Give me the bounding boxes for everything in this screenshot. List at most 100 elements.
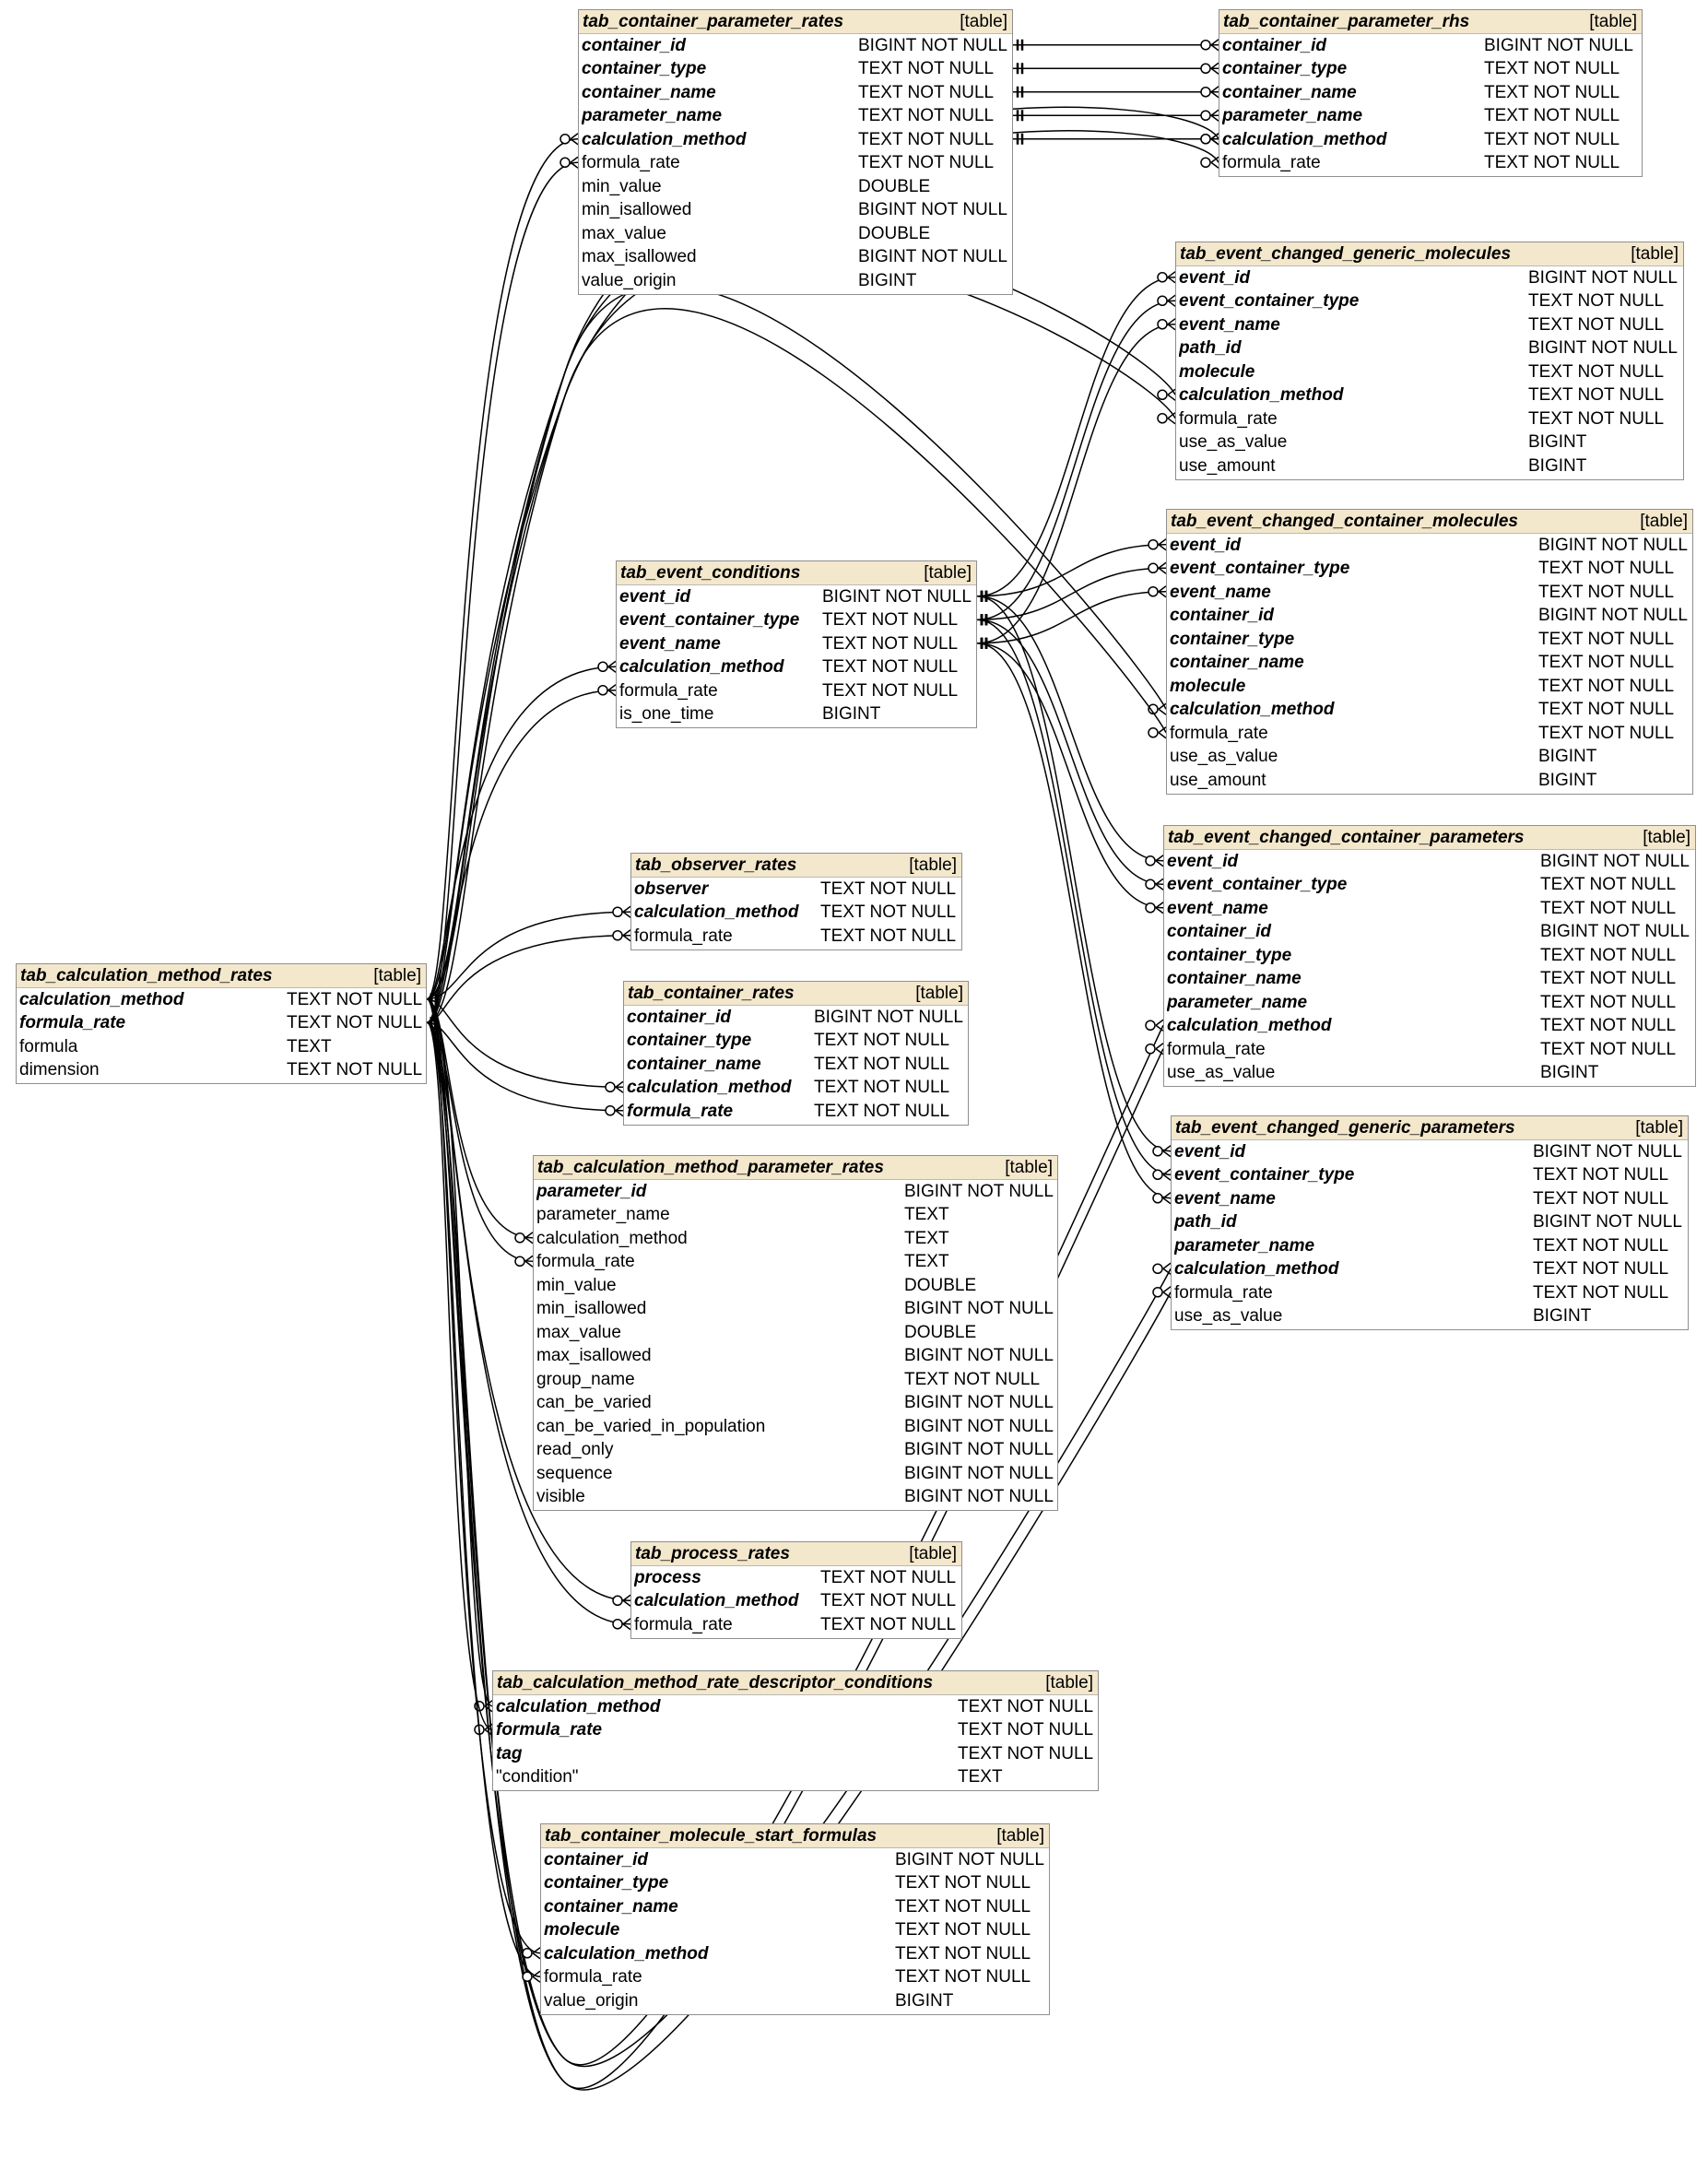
- table-tab-event-changed-container-parameters[interactable]: tab_event_changed_container_parameters[t…: [1163, 825, 1696, 1087]
- column-name: parameter_name: [582, 106, 723, 126]
- column-name: use_as_value: [1179, 432, 1288, 453]
- table-tag: [table]: [909, 1543, 957, 1563]
- many-marker: [1167, 271, 1176, 284]
- column-name: container_type: [1222, 59, 1348, 79]
- column-name: calculation_method: [1222, 129, 1387, 149]
- column-name: calculation_method: [1170, 700, 1335, 720]
- table-header: tab_container_parameter_rhs[table]: [1219, 10, 1642, 34]
- many-marker: [1162, 1262, 1172, 1275]
- many-marker: [570, 156, 579, 169]
- column-name: sequence: [536, 1463, 613, 1483]
- column-type: TEXT NOT NULL: [895, 1896, 1031, 1917]
- column-name: container_type: [627, 1031, 752, 1051]
- column-type: BIGINT NOT NULL: [1538, 606, 1688, 626]
- table-tab-container-parameter-rhs[interactable]: tab_container_parameter_rhs[table]contai…: [1219, 9, 1643, 177]
- many-marker: [1167, 412, 1176, 425]
- table-title: tab_event_changed_generic_parameters: [1175, 1117, 1515, 1138]
- table-tab-container-parameter-rates[interactable]: tab_container_parameter_rates[table]cont…: [578, 9, 1013, 295]
- table-title: tab_container_molecule_start_formulas: [545, 1825, 878, 1846]
- table-tab-event-changed-container-molecules[interactable]: tab_event_changed_container_molecules[ta…: [1166, 509, 1693, 795]
- relationship-path: [426, 998, 631, 1601]
- relationship-path: [976, 596, 1164, 862]
- column-type: TEXT NOT NULL: [1533, 1282, 1669, 1303]
- column-type: TEXT NOT NULL: [1528, 385, 1665, 406]
- table-tag: [table]: [1643, 827, 1690, 847]
- many-marker: [532, 1970, 541, 1983]
- table-tab-calculation-method-rates[interactable]: tab_calculation_method_rates[table]calcu…: [16, 963, 427, 1084]
- table-tab-container-molecule-start-formulas[interactable]: tab_container_molecule_start_formulas[ta…: [540, 1823, 1050, 2015]
- many-marker: [1210, 156, 1219, 169]
- column-type: TEXT NOT NULL: [1538, 559, 1675, 579]
- many-marker: [524, 1255, 534, 1268]
- table-tag: [table]: [1640, 511, 1688, 531]
- column-name: formula_rate: [1174, 1282, 1273, 1303]
- column-type: TEXT NOT NULL: [814, 1101, 950, 1121]
- optional-marker: [597, 661, 608, 672]
- many-marker: [570, 133, 579, 146]
- column-name: event_id: [1167, 851, 1239, 871]
- column-type: TEXT NOT NULL: [958, 1720, 1094, 1740]
- column-type: BIGINT: [1538, 770, 1597, 790]
- column-name: value_origin: [582, 270, 677, 290]
- table-tab-calculation-method-rate-descriptor-conditions[interactable]: tab_calculation_method_rate_descriptor_c…: [492, 1670, 1099, 1791]
- many-marker: [1155, 855, 1164, 867]
- column-type: TEXT: [958, 1767, 1003, 1787]
- column-name: container_name: [582, 82, 716, 102]
- relationship-path: [426, 911, 631, 1000]
- column-type: TEXT NOT NULL: [287, 1013, 423, 1033]
- optional-marker: [1152, 1287, 1163, 1298]
- column-name: container_name: [1167, 969, 1302, 989]
- many-marker: [532, 1947, 541, 1960]
- table-title: tab_process_rates: [635, 1543, 790, 1563]
- column-type: TEXT NOT NULL: [822, 633, 959, 654]
- table-header: tab_container_molecule_start_formulas[ta…: [541, 1824, 1049, 1848]
- table-tab-calculation-method-parameter-rates[interactable]: tab_calculation_method_parameter_rates[t…: [533, 1155, 1058, 1511]
- column-name: parameter_id: [536, 1181, 647, 1201]
- many-marker: [484, 1700, 493, 1713]
- relationship-edge: [976, 590, 1172, 1158]
- column-type: TEXT NOT NULL: [1484, 106, 1620, 126]
- column-name: container_name: [544, 1896, 678, 1917]
- many-marker: [1210, 133, 1219, 146]
- column-name: calculation_method: [19, 989, 184, 1009]
- column-name: event_container_type: [619, 610, 800, 631]
- many-marker: [524, 1232, 534, 1244]
- table-tab-event-changed-generic-parameters[interactable]: tab_event_changed_generic_parameters[tab…: [1171, 1115, 1689, 1330]
- optional-marker: [612, 1619, 623, 1630]
- column-name: visible: [536, 1487, 585, 1507]
- column-type: TEXT: [287, 1036, 332, 1056]
- table-header: tab_calculation_method_parameter_rates[t…: [534, 1156, 1057, 1180]
- column-type: TEXT NOT NULL: [1540, 945, 1677, 965]
- many-marker: [1167, 388, 1176, 401]
- column-type: TEXT NOT NULL: [1538, 582, 1675, 602]
- column-name: observer: [634, 879, 709, 899]
- table-header: tab_event_conditions[table]: [617, 561, 976, 585]
- column-type: TEXT: [904, 1205, 949, 1225]
- table-tab-event-changed-generic-molecules[interactable]: tab_event_changed_generic_molecules[tabl…: [1175, 242, 1684, 480]
- column-type: TEXT NOT NULL: [1538, 629, 1675, 649]
- column-row: "condition"TEXT: [493, 1766, 1098, 1790]
- column-name: formula_rate: [536, 1252, 635, 1272]
- relationship-path: [976, 300, 1176, 620]
- column-type: TEXT NOT NULL: [1540, 898, 1677, 918]
